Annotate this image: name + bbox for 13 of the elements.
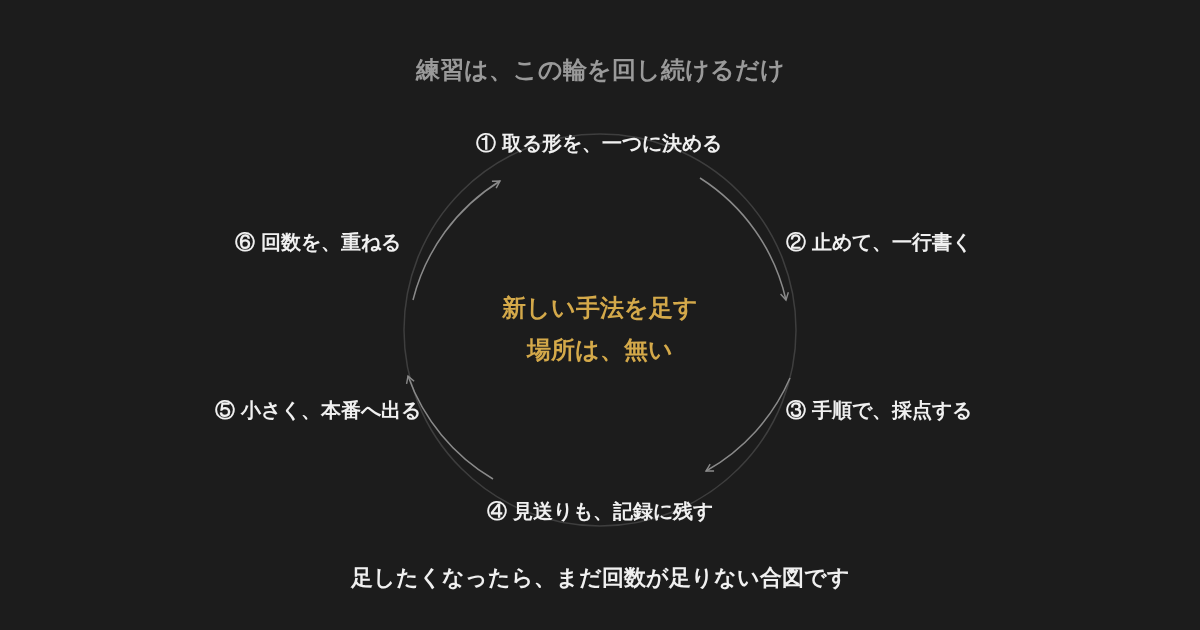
title: 練習は、この輪を回し続けるだけ (415, 55, 785, 85)
cycle-arrow (699, 177, 789, 301)
caption: 足したくなったら、まだ回数が足りない合図です (350, 563, 850, 591)
cycle-arrow (406, 375, 494, 480)
center-message: 新しい手法を足す場所は、無い (499, 287, 701, 371)
cycle-arrow (705, 377, 791, 472)
step-label: ④ 見送りも、記録に残す (486, 499, 714, 523)
step-label: ② 止めて、一行書く (785, 230, 973, 254)
step-label: ⑤ 小さく、本番へ出る (214, 398, 422, 422)
cycle-arrow (412, 180, 501, 301)
step-label: ① 取る形を、一つに決める (475, 131, 723, 155)
step-label: ⑥ 回数を、重ねる (234, 230, 402, 254)
step-label: ③ 手順で、採点する (785, 398, 973, 422)
